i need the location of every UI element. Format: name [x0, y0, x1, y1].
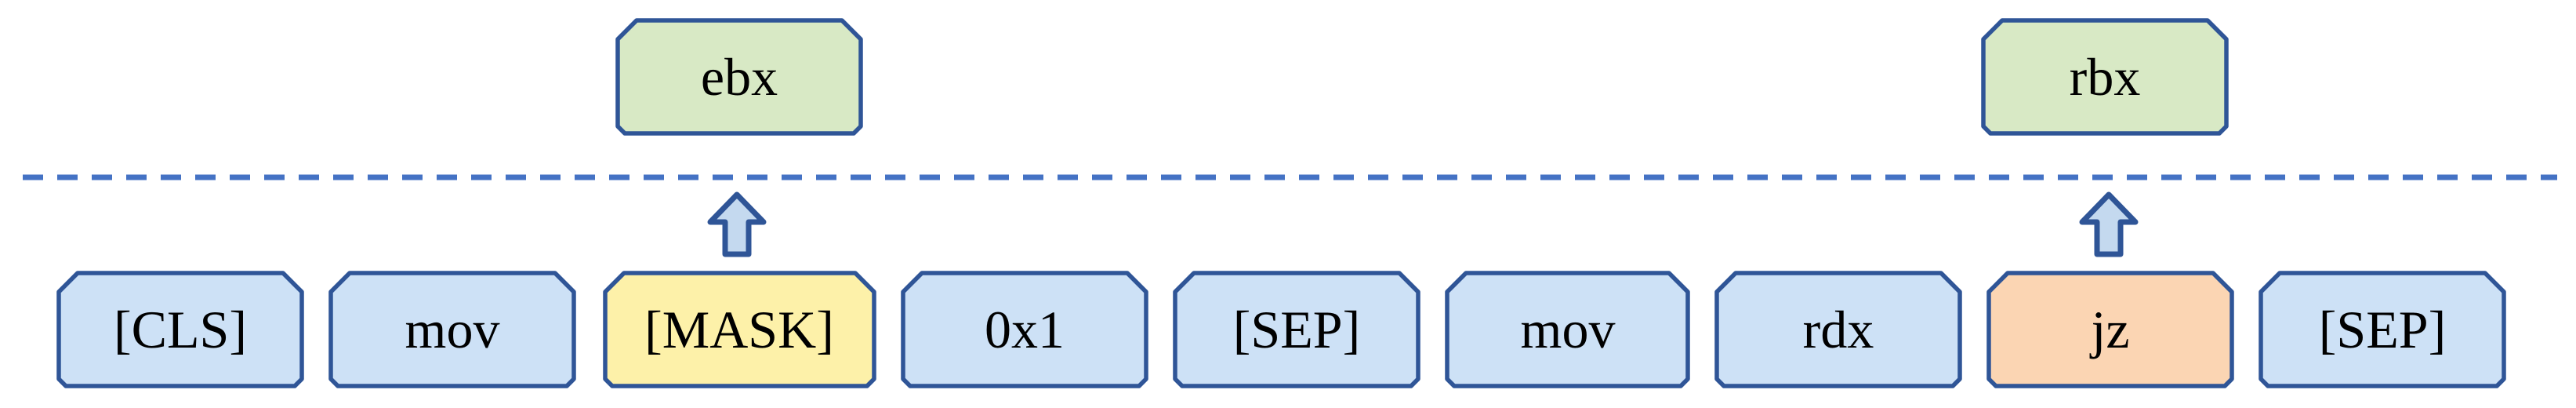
token-0x1: 0x1: [901, 271, 1148, 388]
token-mask: [MASK]: [603, 271, 876, 388]
token-label: 0x1: [985, 300, 1065, 359]
token-box-shape: [1986, 271, 2234, 388]
token-mov-1: mov: [328, 271, 576, 388]
prediction-label: ebx: [701, 47, 778, 107]
up-arrow-icon: [707, 191, 767, 257]
token-label: jz: [2089, 300, 2129, 359]
token-box-shape: [1714, 271, 1962, 388]
token-mov-2: mov: [1445, 271, 1690, 388]
token-label: rdx: [1803, 300, 1874, 359]
token-box-shape: [901, 271, 1148, 388]
up-arrow-icon: [2079, 191, 2139, 257]
token-box-shape: [56, 271, 304, 388]
token-box-shape: [1173, 271, 1420, 388]
prediction-label: rbx: [2070, 47, 2141, 107]
token-label: [CLS]: [114, 300, 247, 359]
token-box-shape: [1445, 271, 1690, 388]
token-label: [MASK]: [644, 300, 834, 359]
token-label: [SEP]: [1233, 300, 1360, 359]
token-cls: [CLS]: [56, 271, 304, 388]
prediction-box-shape: [615, 18, 863, 136]
token-box-shape: [328, 271, 576, 388]
token-label: [SEP]: [2319, 300, 2446, 359]
token-label: mov: [405, 300, 500, 359]
prediction-box-ebx: ebx: [615, 18, 863, 136]
prediction-box-shape: [1981, 18, 2229, 136]
token-box-shape: [2259, 271, 2506, 388]
token-sep-1: [SEP]: [1173, 271, 1420, 388]
token-jz: jz: [1986, 271, 2234, 388]
token-rdx: rdx: [1714, 271, 1962, 388]
prediction-box-rbx: rbx: [1981, 18, 2229, 136]
token-label: mov: [1521, 300, 1616, 359]
token-box-shape: [603, 271, 876, 388]
token-sep-2: [SEP]: [2259, 271, 2506, 388]
